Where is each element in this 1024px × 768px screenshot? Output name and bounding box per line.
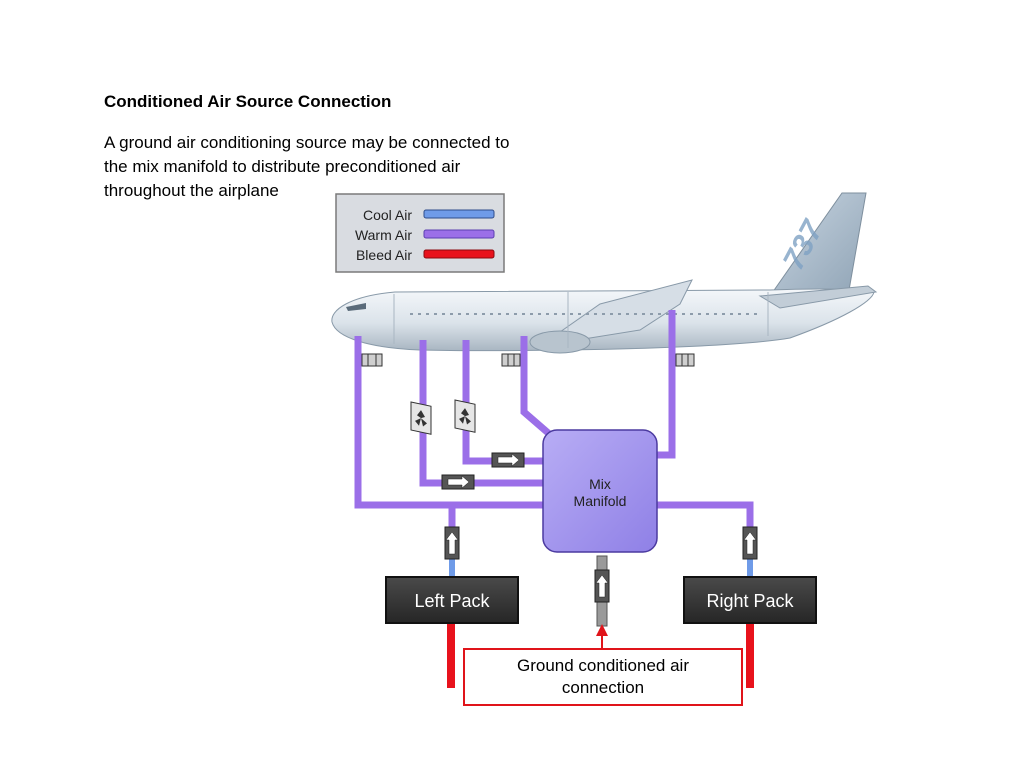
bleed-duct-right — [746, 624, 754, 688]
description-line: throughout the airplane — [104, 181, 279, 200]
callout-line: connection — [561, 678, 645, 697]
legend-label-warm: Warm Air — [355, 227, 412, 243]
recirc-fan-icon — [454, 399, 476, 433]
legend-swatch-warm — [423, 229, 495, 239]
engine — [529, 330, 591, 354]
bleed-duct-left — [447, 624, 455, 688]
ground-connection-callout: Ground conditioned air connection — [463, 648, 743, 706]
description-line: the mix manifold to distribute precondit… — [104, 157, 461, 176]
callout-line: Ground conditioned air — [516, 656, 689, 675]
manifold-label-line1: Mix — [589, 476, 611, 492]
zone-outlet-icon — [675, 353, 695, 367]
manifold-label-line2: Manifold — [574, 493, 627, 509]
description-line: A ground air conditioning source may be … — [104, 133, 510, 152]
legend-label-cool: Cool Air — [363, 207, 412, 223]
recirculation-fans — [410, 399, 476, 435]
ground-connection-arrowhead — [596, 624, 608, 636]
mix-manifold: Mix Manifold — [542, 429, 658, 553]
airplane: 737 — [331, 192, 878, 354]
legend: Cool Air Warm Air Bleed Air — [335, 193, 505, 273]
zone-outlets — [361, 353, 695, 367]
check-valve-ground — [594, 569, 610, 603]
slide-description: A ground air conditioning source may be … — [104, 131, 584, 203]
warm-duct-right-fwd — [655, 310, 676, 459]
warm-duct-right-aft — [655, 501, 754, 530]
warm-air-ducts — [354, 310, 754, 530]
cool-duct-left — [449, 558, 455, 578]
horizontal-stabilizer — [758, 285, 878, 309]
legend-swatch-cool — [423, 209, 495, 219]
check-valve-left-pack — [444, 526, 460, 560]
left-pack-label: Left Pack — [414, 591, 490, 611]
right-pack-label: Right Pack — [706, 591, 794, 611]
warm-duct-left-mid — [419, 340, 545, 487]
legend-swatch-bleed — [423, 249, 495, 259]
recirc-fan-icon — [410, 401, 432, 435]
warm-duct-left-outer — [354, 336, 545, 509]
zone-outlet-icon — [361, 353, 383, 367]
check-valve-horizontal — [491, 452, 525, 468]
cockpit-window — [346, 303, 366, 311]
manifold-box — [542, 429, 658, 553]
warm-duct-center — [520, 336, 557, 441]
slide-title: Conditioned Air Source Connection — [104, 92, 392, 111]
check-valve-horizontal — [441, 474, 475, 490]
cool-air-ducts — [449, 558, 753, 578]
right-pack: Right Pack — [683, 576, 817, 624]
check-valve-right-pack — [742, 526, 758, 560]
cool-duct-right — [747, 558, 753, 578]
zone-outlet-icon — [501, 353, 521, 367]
legend-label-bleed: Bleed Air — [356, 247, 412, 263]
bleed-air-ducts — [447, 624, 754, 688]
check-valves — [441, 452, 758, 603]
left-pack: Left Pack — [385, 576, 519, 624]
